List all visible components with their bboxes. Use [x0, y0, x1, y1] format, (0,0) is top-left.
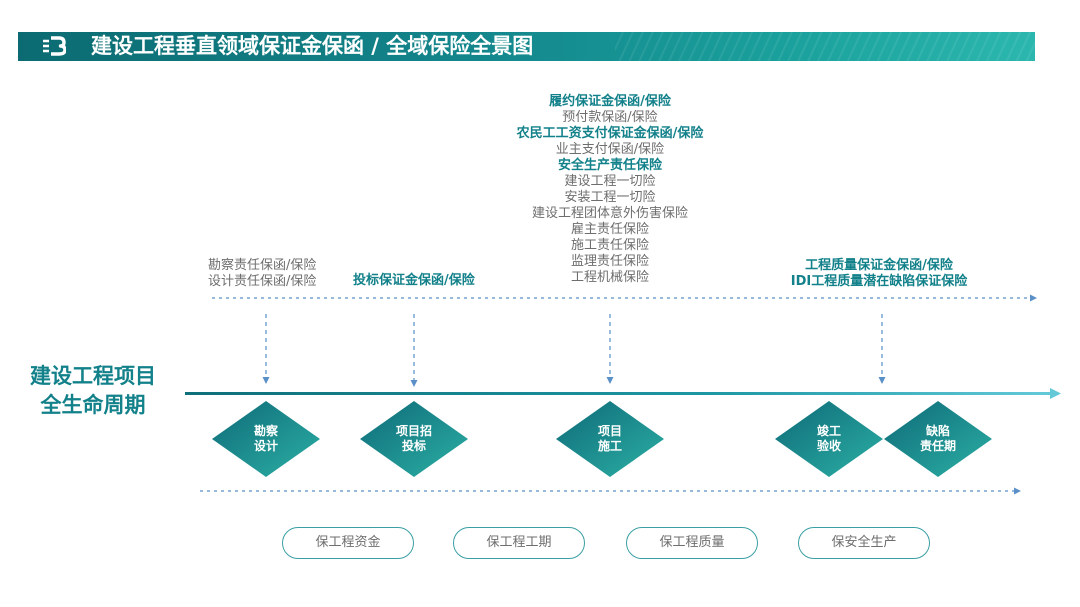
- stage-label-line: 施工: [597, 439, 622, 453]
- connector-survey-arrowhead: [262, 377, 270, 384]
- survey-items: 勘察责任保函/保险 设计责任保函/保险: [208, 258, 316, 290]
- side-title-line2: 全生命周期: [40, 393, 146, 417]
- connector-completion-arrowhead: [878, 377, 886, 384]
- stage-label-line: 验收: [816, 439, 841, 453]
- construction-item: 建设工程团体意外伤害保险: [531, 206, 688, 221]
- bottom-dotted-arrowhead: [1014, 487, 1021, 495]
- survey-item: 勘察责任保函/保险: [208, 258, 317, 273]
- header-bar: 建设工程垂直领域保证金保函 / 全域保险全景图: [18, 32, 1035, 61]
- connector-construction-arrowhead: [606, 377, 614, 384]
- stage-label-line: 竣工: [816, 424, 841, 438]
- pill-guarantee-schedule: 保工程工期: [453, 527, 585, 559]
- completion-item: IDI工程质量潜在缺陷保证保险: [790, 274, 968, 289]
- pill-guarantee-funds: 保工程资金: [282, 527, 414, 559]
- survey-item: 设计责任保函/保险: [208, 274, 317, 289]
- construction-item: 预付款保函/保险: [562, 110, 658, 125]
- stage-label-survey: 勘察 设计: [236, 424, 296, 454]
- stage-label-line: 缺陷: [925, 424, 950, 438]
- construction-item: 安全生产责任保险: [557, 158, 662, 173]
- stage-label-completion: 竣工 验收: [799, 424, 859, 454]
- construction-item: 监理责任保险: [570, 254, 649, 269]
- lifecycle-main-arrowhead: [1050, 388, 1061, 399]
- connector-bidding-arrowhead: [410, 380, 418, 387]
- stage-diamond-completion: [775, 401, 883, 477]
- construction-item: 施工责任保险: [570, 238, 649, 253]
- page-title: 建设工程垂直领域保证金保函 / 全域保险全景图: [91, 34, 534, 58]
- pill-guarantee-quality: 保工程质量: [626, 527, 758, 559]
- lifecycle-side-title: 建设工程项目 全生命周期: [18, 362, 168, 420]
- stage-label-line: 投标: [401, 439, 426, 453]
- stage-label-line: 设计: [253, 439, 278, 453]
- top-dotted-arrowhead: [1030, 294, 1037, 302]
- stage-diamond-construction: [556, 401, 664, 477]
- stage-label-line: 项目招: [395, 424, 432, 438]
- side-title-line1: 建设工程项目: [30, 364, 156, 388]
- construction-items: 履约保证金保函/保险 预付款保函/保险 农民工工资支付保证金保函/保险 业主支付…: [470, 94, 750, 286]
- stage-label-bidding: 项目招 投标: [384, 424, 444, 454]
- construction-item: 业主支付保函/保险: [555, 142, 665, 157]
- lifecycle-main-line: [185, 392, 1053, 395]
- stage-diamond-survey: [212, 401, 320, 477]
- stage-diamond-bidding: [360, 401, 468, 477]
- construction-item: 安装工程一切险: [564, 190, 656, 205]
- pill-guarantee-safety: 保安全生产: [798, 527, 930, 559]
- stage-label-line: 项目: [597, 424, 622, 438]
- completion-items: 工程质量保证金保函/保险 IDI工程质量潜在缺陷保证保险: [739, 258, 1019, 290]
- brand-logo-icon: [43, 36, 66, 56]
- construction-item: 工程机械保险: [570, 270, 649, 285]
- construction-item: 履约保证金保函/保险: [549, 94, 671, 109]
- stage-label-defect: 缺陷 责任期: [908, 424, 968, 454]
- completion-item: 工程质量保证金保函/保险: [805, 258, 953, 273]
- stage-label-line: 责任期: [919, 439, 956, 453]
- bidding-item: 投标保证金保函/保险: [353, 273, 475, 288]
- stage-diamond-defect: [884, 401, 992, 477]
- construction-item: 农民工工资支付保证金保函/保险: [516, 126, 704, 141]
- stage-label-construction: 项目 施工: [580, 424, 640, 454]
- construction-item: 建设工程一切险: [564, 174, 656, 189]
- construction-item: 雇主责任保险: [570, 222, 649, 237]
- stage-label-line: 勘察: [253, 424, 278, 438]
